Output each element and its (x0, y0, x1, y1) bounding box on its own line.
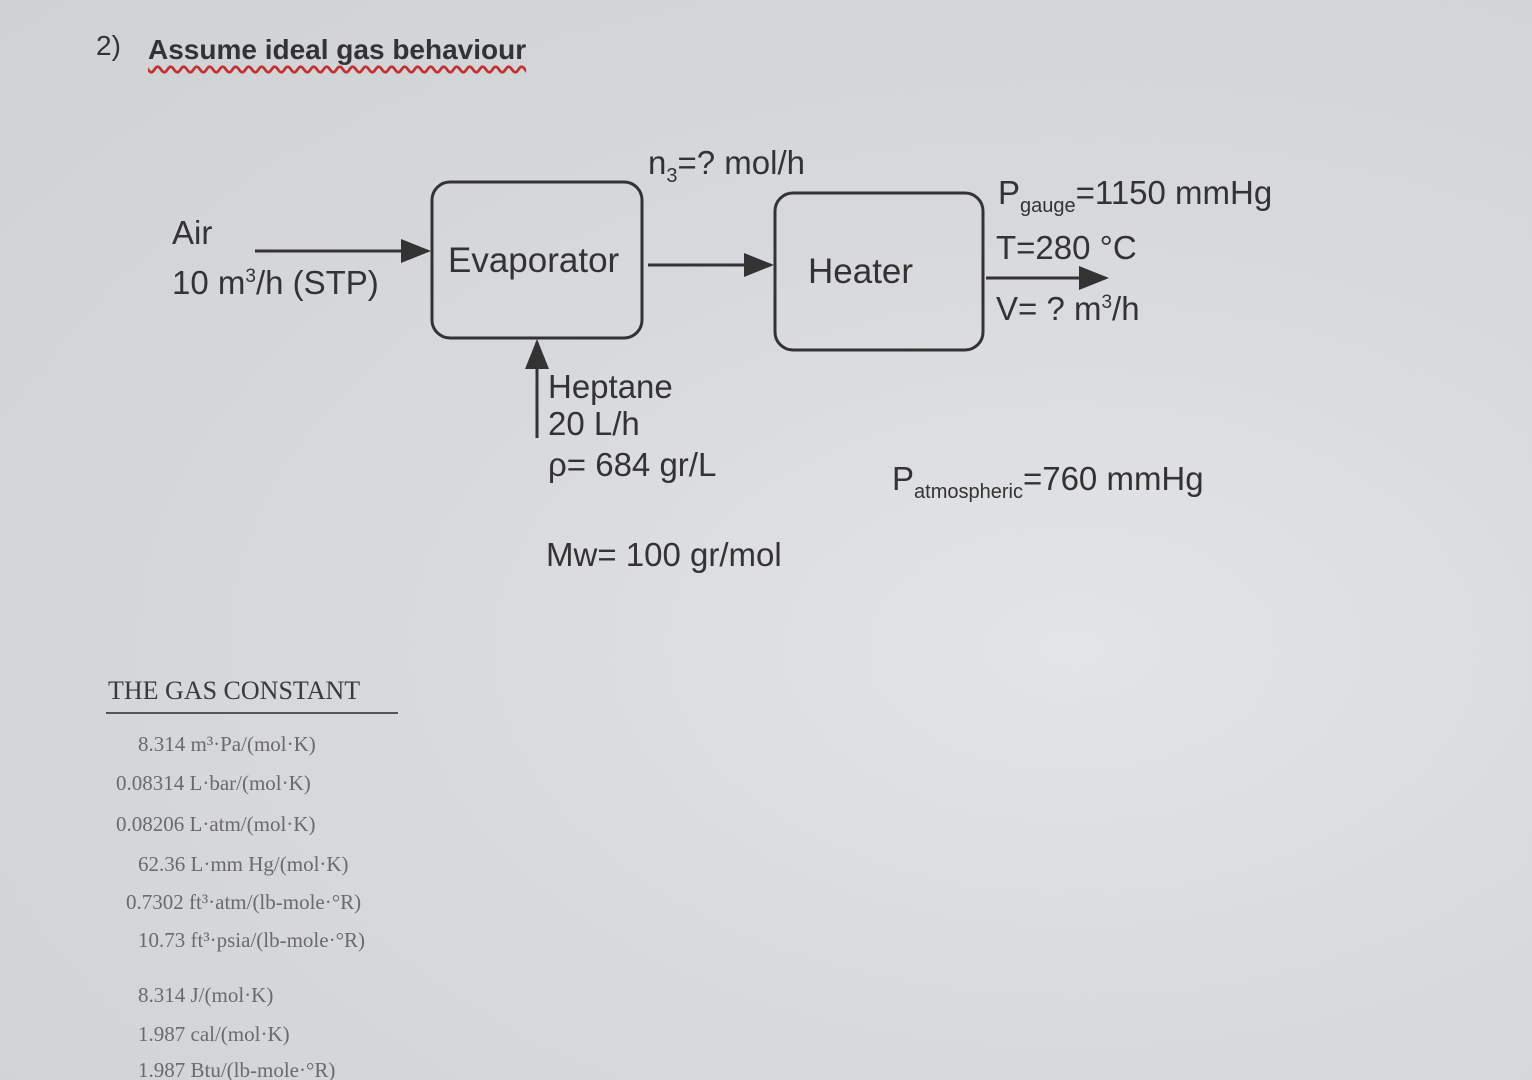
gas-constant-row: 0.08314 L·bar/(mol·K) (116, 771, 311, 795)
outlet-temperature: T=280 °C (996, 229, 1137, 266)
gas-constant-row: 10.73 ft³·psia/(lb-mole·°R) (138, 928, 365, 952)
heater-box (773, 191, 985, 352)
gas-constant-row: 0.7302 ft³·atm/(lb-mole·°R) (126, 890, 362, 914)
air-label: Air (172, 214, 213, 251)
heptane-label: Heptane (548, 368, 673, 405)
stream3-label: n3=? mol/h (648, 144, 805, 187)
evaporator-label: Evaporator (448, 241, 620, 280)
evaporator-box (430, 180, 644, 340)
air-flow: 10 m3/h (STP) (172, 264, 379, 301)
gas-constant-row: 1.987 Btu/(lb-mole·°R) (138, 1058, 336, 1080)
heater-label: Heater (808, 252, 914, 291)
problem-number: 2) (96, 30, 121, 61)
heptane-flow: 20 L/h (548, 405, 640, 442)
outlet-volume: V= ? m3/h (996, 290, 1140, 327)
gas-constant-row: 1.987 cal/(mol·K) (138, 1022, 290, 1046)
gas-constant-row: 8.314 m³·Pa/(mol·K) (138, 732, 316, 756)
gas-constant-row: 8.314 J/(mol·K) (138, 983, 274, 1007)
problem-title: Assume ideal gas behaviour (148, 34, 527, 65)
heptane-density: ρ= 684 gr/L (548, 446, 717, 483)
heptane-mw: Mw= 100 gr/mol (546, 536, 782, 573)
atmospheric-pressure: Patmospheric=760 mmHg (892, 460, 1204, 503)
outlet-pressure: Pgauge=1150 mmHg (998, 174, 1273, 217)
gas-constant-row: 0.08206 L·atm/(mol·K) (116, 812, 316, 836)
gas-constant-rule (106, 712, 398, 714)
gas-constant-row: 62.36 L·mm Hg/(mol·K) (138, 852, 349, 876)
gas-constant-title: THE GAS CONSTANT (108, 676, 361, 705)
